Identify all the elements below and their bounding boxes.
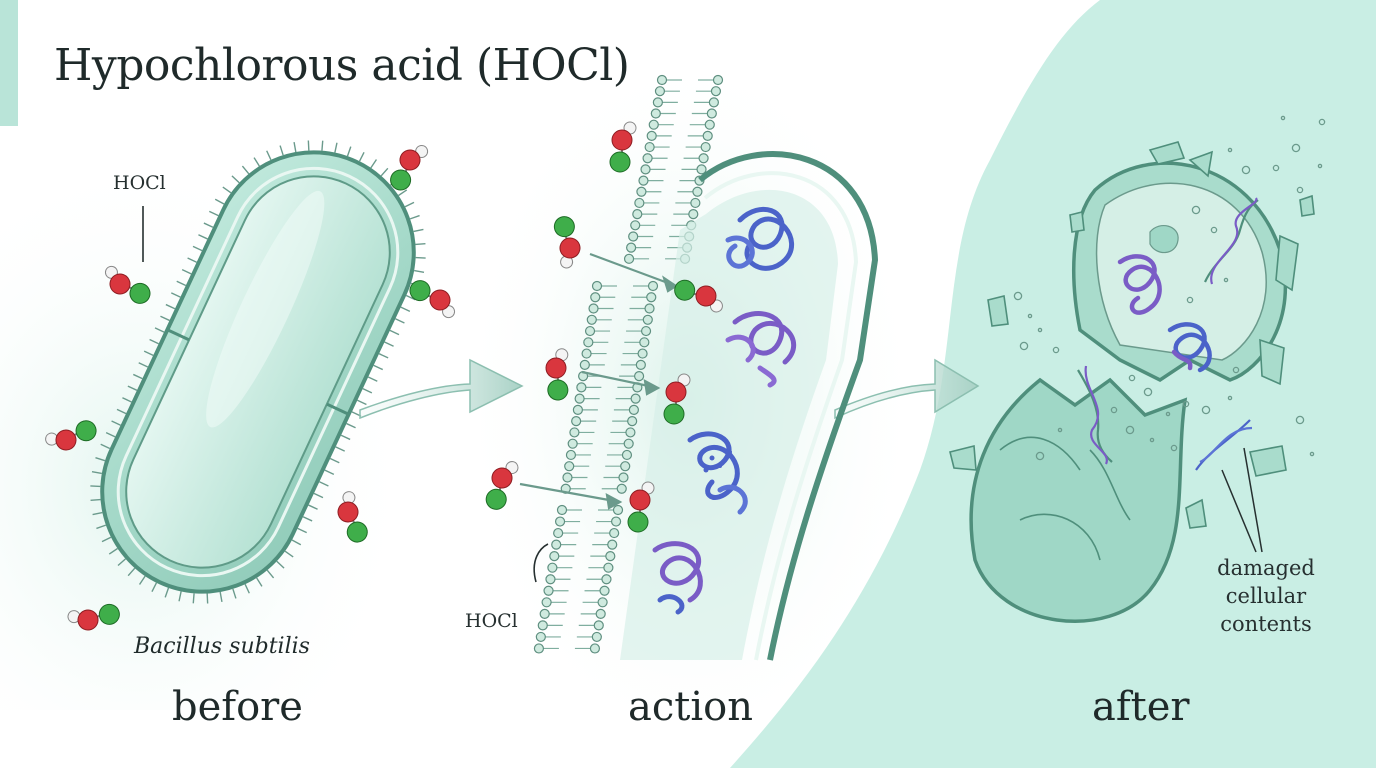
hocl-molecule <box>663 373 691 425</box>
callout-line-3: contents <box>1220 612 1312 636</box>
arrow-action-to-after <box>834 358 980 420</box>
protein-cluster-action <box>652 206 797 615</box>
hocl-molecule <box>609 121 637 173</box>
hocl-action-leader <box>533 543 549 583</box>
bacterium-before <box>90 140 426 604</box>
hocl-molecule <box>390 144 429 191</box>
hocl-molecule <box>545 348 569 401</box>
hocl-molecule <box>553 216 581 269</box>
hocl-label-action: HOCl <box>465 610 518 632</box>
callout-leaders <box>1221 447 1263 553</box>
title-accent-bar <box>0 0 18 126</box>
dna-strands <box>1077 197 1259 471</box>
hocl-molecule <box>45 420 97 451</box>
hocl-molecule <box>627 481 655 533</box>
arrow-before-to-action <box>359 358 524 420</box>
page-title: Hypochlorous acid (HOCl) <box>54 40 630 91</box>
species-label: Bacillus subtilis <box>134 634 310 659</box>
hocl-molecule <box>104 265 151 304</box>
hocl-label-before: HOCl <box>113 172 166 194</box>
hocl-molecule <box>674 279 723 313</box>
callout-line-1: damaged <box>1217 556 1315 580</box>
hocl-molecule <box>337 491 368 543</box>
hocl-molecule <box>67 603 120 631</box>
panel-label-before: before <box>172 684 303 730</box>
hocl-molecule <box>485 461 519 510</box>
fragment-dots <box>703 450 732 473</box>
membrane-bilayer <box>533 74 724 654</box>
hocl-molecule <box>409 280 456 319</box>
debris-dots <box>1013 115 1326 461</box>
flagella-fringe <box>90 140 426 604</box>
panel-label-action: action <box>628 684 753 730</box>
damaged-contents-callout: damaged cellular contents <box>1206 554 1326 638</box>
penetration-arrows <box>519 252 679 510</box>
callout-line-2: cellular <box>1225 584 1307 608</box>
cell-shards <box>949 141 1315 529</box>
panel-label-after: after <box>1092 684 1190 730</box>
protein-cluster-after <box>1117 254 1212 373</box>
hocl-molecules <box>45 121 723 631</box>
ruptured-cell <box>969 161 1287 623</box>
